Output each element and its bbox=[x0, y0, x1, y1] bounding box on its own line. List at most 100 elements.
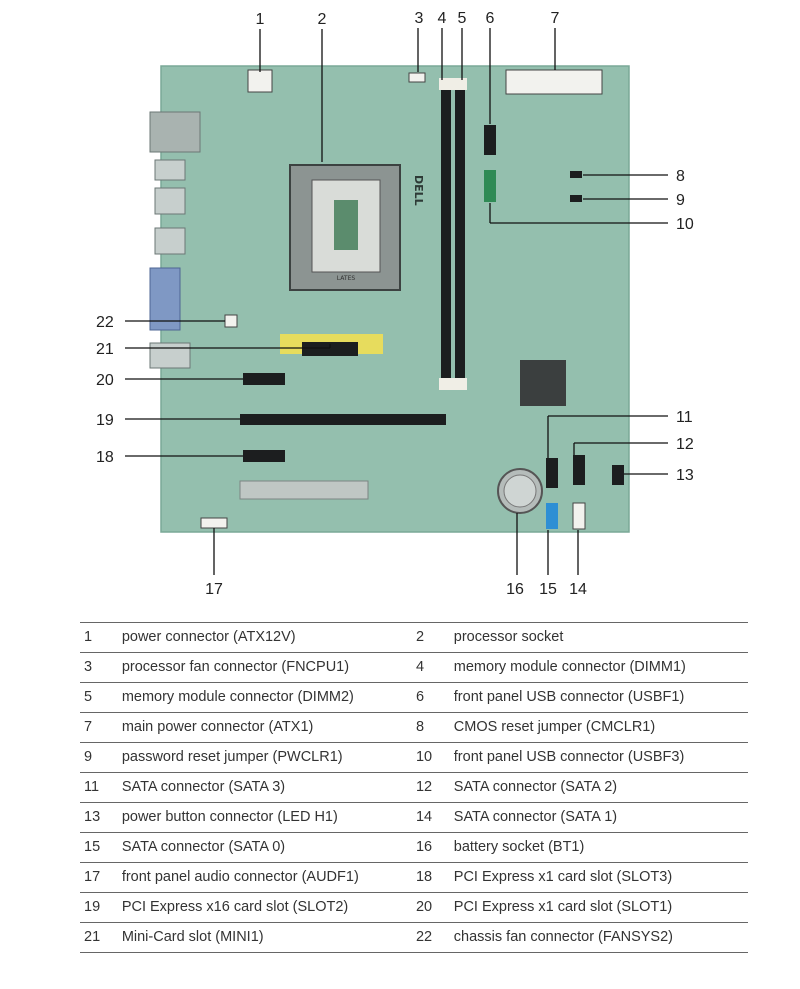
usbf1-header bbox=[484, 125, 496, 155]
chipset bbox=[520, 360, 566, 406]
component-label: memory module connector (DIMM1) bbox=[453, 659, 686, 675]
processor-socket: LATES bbox=[289, 164, 401, 291]
sata0-connector bbox=[546, 503, 558, 529]
component-label: PCI Express x16 card slot (SLOT2) bbox=[121, 899, 349, 915]
component-label: PCI Express x1 card slot (SLOT3) bbox=[453, 869, 673, 885]
component-number: 11 bbox=[84, 779, 100, 795]
component-number: 14 bbox=[415, 809, 433, 825]
table-row: 9 password reset jumper (PWCLR1) 10 fron… bbox=[80, 742, 748, 773]
component-label: processor fan connector (FNCPU1) bbox=[121, 659, 350, 675]
component-label: SATA connector (SATA 1) bbox=[453, 809, 618, 825]
callout-2: 2 bbox=[318, 11, 327, 28]
component-label: memory module connector (DIMM2) bbox=[121, 689, 354, 705]
callout-4: 4 bbox=[438, 10, 447, 27]
callout-7: 7 bbox=[551, 10, 560, 27]
rear-io-panel bbox=[149, 111, 201, 369]
socket-text: LATES bbox=[337, 275, 356, 282]
callout-19: 19 bbox=[96, 412, 114, 429]
component-number: 10 bbox=[415, 749, 433, 765]
cpu-fan-connector bbox=[408, 72, 426, 83]
table-row: 3 processor fan connector (FNCPU1) 4 mem… bbox=[80, 652, 748, 683]
motherboard bbox=[160, 65, 630, 533]
component-label: SATA connector (SATA 0) bbox=[121, 839, 286, 855]
usbf3-header bbox=[484, 170, 496, 202]
password-jumper bbox=[570, 195, 582, 202]
component-number: 18 bbox=[415, 869, 433, 885]
component-label: battery socket (BT1) bbox=[453, 839, 585, 855]
dimm2-slot bbox=[455, 82, 465, 388]
table-row: 13 power button connector (LED H1) 14 SA… bbox=[80, 802, 748, 833]
component-label: front panel USB connector (USBF1) bbox=[453, 689, 685, 705]
component-number: 21 bbox=[84, 929, 101, 945]
component-label: PCI Express x1 card slot (SLOT1) bbox=[453, 899, 673, 915]
component-number: 2 bbox=[415, 629, 425, 645]
callout-10: 10 bbox=[676, 216, 694, 233]
component-label: processor socket bbox=[453, 629, 564, 645]
callout-1: 1 bbox=[256, 11, 265, 28]
table-row: 17 front panel audio connector (AUDF1) 1… bbox=[80, 862, 748, 893]
leader-lines bbox=[125, 28, 668, 575]
component-number: 6 bbox=[415, 689, 425, 705]
table-row: 19 PCI Express x16 card slot (SLOT2) 20 … bbox=[80, 892, 748, 923]
table-row: 7 main power connector (ATX1) 8 CMOS res… bbox=[80, 712, 748, 743]
table-row: 15 SATA connector (SATA 0) 16 battery so… bbox=[80, 832, 748, 863]
dell-logo: DELL bbox=[412, 175, 425, 206]
component-label: Mini-Card slot (MINI1) bbox=[121, 929, 264, 945]
cmos-jumper bbox=[570, 171, 582, 178]
callout-22: 22 bbox=[96, 314, 114, 331]
callout-5: 5 bbox=[458, 10, 467, 27]
component-number: 4 bbox=[415, 659, 425, 675]
callout-21: 21 bbox=[96, 341, 114, 358]
component-number: 22 bbox=[415, 929, 433, 945]
dimm1-slot bbox=[441, 82, 451, 388]
component-label: front panel audio connector (AUDF1) bbox=[121, 869, 359, 885]
component-label: SATA connector (SATA 3) bbox=[121, 779, 286, 795]
callout-18: 18 bbox=[96, 449, 114, 466]
callout-14: 14 bbox=[569, 581, 587, 598]
sata2-connector bbox=[573, 455, 585, 485]
component-label: SATA connector (SATA 2) bbox=[453, 779, 618, 795]
power-button-header bbox=[612, 465, 624, 485]
callout-12: 12 bbox=[676, 436, 694, 453]
component-number: 3 bbox=[84, 659, 93, 675]
component-number: 12 bbox=[415, 779, 433, 795]
callout-15: 15 bbox=[539, 581, 557, 598]
component-label: CMOS reset jumper (CMCLR1) bbox=[453, 719, 656, 735]
component-number: 7 bbox=[84, 719, 93, 735]
component-number: 1 bbox=[84, 629, 93, 645]
callout-numbers: 1 2 3 4 5 6 7 8 9 10 11 12 13 14 15 16 1… bbox=[96, 10, 694, 598]
callout-6: 6 bbox=[486, 10, 495, 27]
legacy-header bbox=[239, 480, 369, 500]
table-row: 1 power connector (ATX12V) 2 processor s… bbox=[80, 622, 748, 653]
component-number: 20 bbox=[415, 899, 433, 915]
component-number: 8 bbox=[415, 719, 425, 735]
component-label: power connector (ATX12V) bbox=[121, 629, 296, 645]
component-number: 17 bbox=[84, 869, 101, 885]
table-row: 11 SATA connector (SATA 3) 12 SATA conne… bbox=[80, 772, 748, 803]
callout-20: 20 bbox=[96, 372, 114, 389]
component-label: front panel USB connector (USBF3) bbox=[453, 749, 685, 765]
component-label: chassis fan connector (FANSYS2) bbox=[453, 929, 673, 945]
sata1-connector bbox=[572, 502, 586, 530]
pcie-x1-slot3 bbox=[243, 450, 285, 462]
callout-13: 13 bbox=[676, 467, 694, 484]
component-number: 16 bbox=[415, 839, 433, 855]
component-number: 15 bbox=[84, 839, 101, 855]
callout-3: 3 bbox=[415, 10, 424, 27]
atx-main-power-connector bbox=[505, 69, 603, 95]
component-label: main power connector (ATX1) bbox=[121, 719, 314, 735]
motherboard-diagram: LATES DELL bbox=[96, 10, 694, 598]
callout-9: 9 bbox=[676, 192, 685, 209]
component-legend-table: 1 power connector (ATX12V) 2 processor s… bbox=[80, 622, 748, 953]
chassis-fan-header bbox=[224, 314, 238, 328]
component-number: 5 bbox=[84, 689, 93, 705]
component-label: power button connector (LED H1) bbox=[121, 809, 338, 825]
component-number: 13 bbox=[84, 809, 101, 825]
audio-header bbox=[200, 517, 228, 529]
table-row: 21 Mini-Card slot (MINI1) 22 chassis fan… bbox=[80, 922, 748, 953]
component-number: 9 bbox=[84, 749, 93, 765]
callout-17: 17 bbox=[205, 581, 223, 598]
atx12v-connector bbox=[247, 69, 273, 93]
pcie-x1-slot1 bbox=[243, 373, 285, 385]
component-label: password reset jumper (PWCLR1) bbox=[121, 749, 343, 765]
